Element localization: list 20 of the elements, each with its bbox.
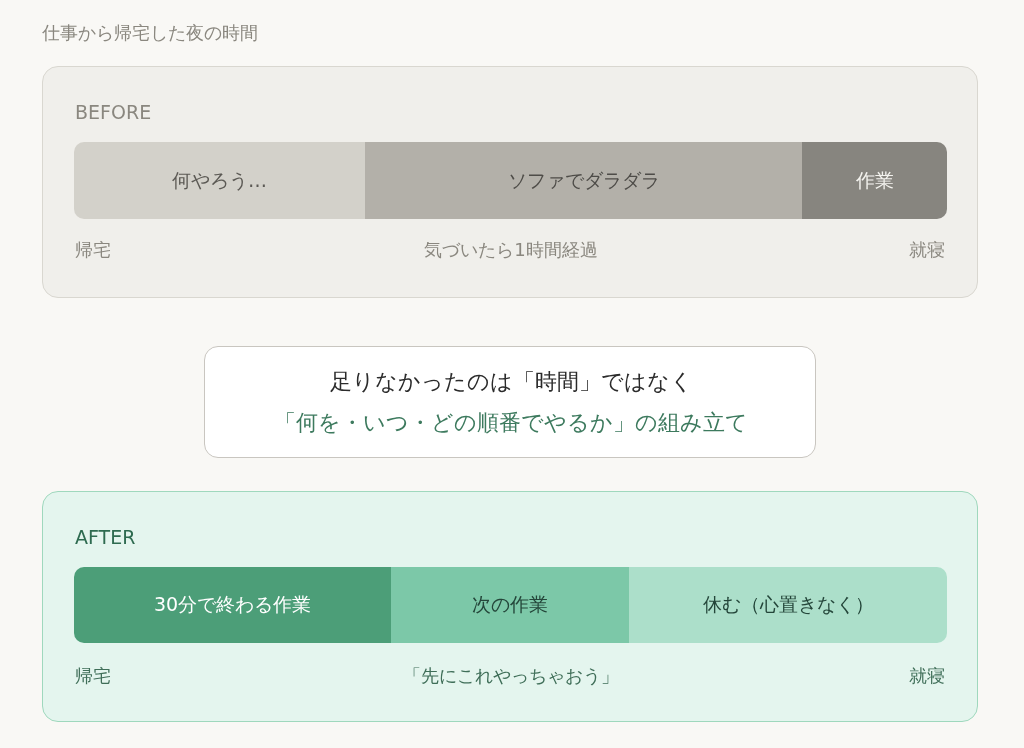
panel-heading: BEFORE — [75, 99, 152, 125]
panel-heading: AFTER — [75, 524, 136, 550]
timeline-segment: 休む（心置きなく） — [629, 567, 947, 643]
timeline-panel — [42, 66, 978, 298]
timeline-segment: 何やろう… — [74, 142, 365, 219]
timeline-segment: 30分で終わる作業 — [74, 567, 391, 643]
timeline-segment: 作業 — [802, 142, 947, 219]
timeline-panel — [42, 491, 978, 722]
time-marker: 気づいたら1時間経過 — [424, 238, 598, 262]
timeline-segment: 次の作業 — [391, 567, 629, 643]
message-card — [204, 346, 816, 458]
time-marker: 「先にこれやっちゃおう」 — [403, 664, 619, 688]
timeline-segment: ソファでダラダラ — [365, 142, 802, 219]
time-marker: 就寝 — [909, 664, 945, 688]
time-marker: 就寝 — [909, 238, 945, 262]
time-marker: 帰宅 — [75, 664, 111, 688]
message-text: 足りなかったのは「時間」ではなく — [329, 367, 693, 396]
time-marker: 帰宅 — [75, 238, 111, 262]
diagram-title: 仕事から帰宅した夜の時間 — [42, 21, 258, 45]
message-text: 「何を・いつ・どの順番でやるか」の組み立て — [274, 408, 748, 437]
